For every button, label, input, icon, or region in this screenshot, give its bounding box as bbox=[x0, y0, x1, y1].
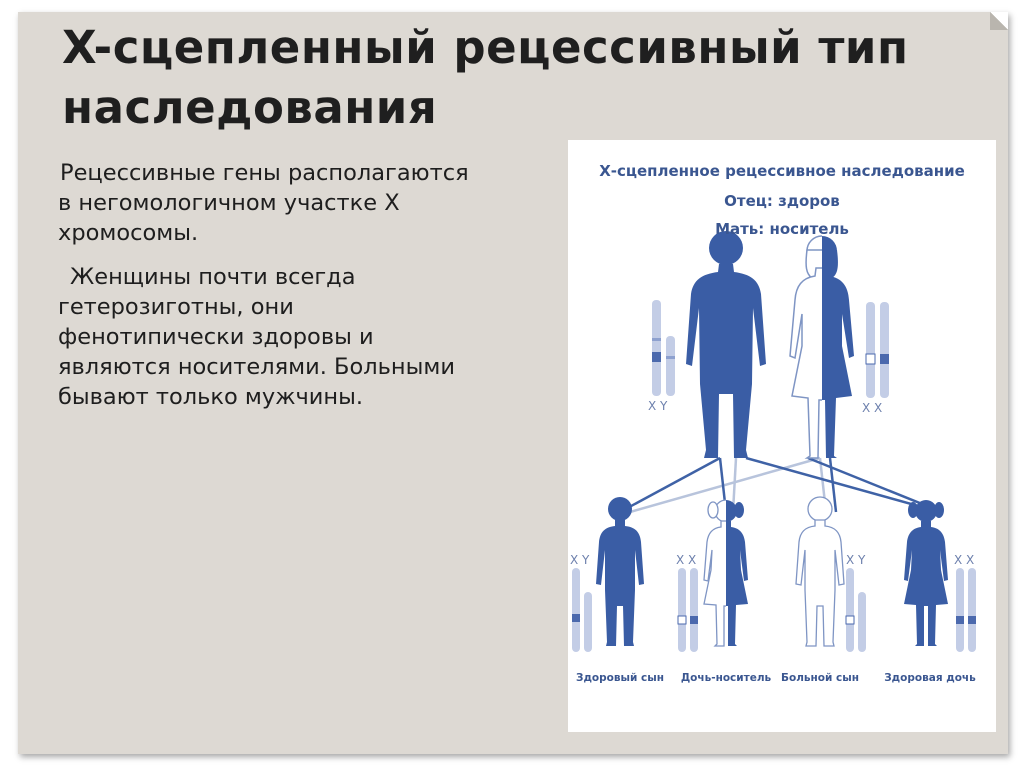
child-label-affected-son: Больной сын bbox=[780, 672, 859, 684]
son1-xy-label: X Y bbox=[570, 553, 590, 567]
pedigree-lines-dark bbox=[619, 456, 943, 514]
child-carrier-daughter bbox=[703, 499, 748, 647]
mother-status: Мать: носитель bbox=[715, 220, 849, 238]
father-chromosomes bbox=[652, 300, 675, 396]
father-xy-label: X Y bbox=[648, 399, 668, 413]
daughter1-xx-label: X X bbox=[676, 553, 696, 567]
father-status: Отец: здоров bbox=[724, 192, 840, 210]
slide-body: Рецессивные гены располагаются в негомол… bbox=[58, 158, 478, 426]
slide-title: X-сцепленный рецессивный тип наследовани… bbox=[62, 21, 909, 134]
chromosome-labels: X Y X X X Y X X X Y X X bbox=[570, 399, 974, 567]
child-label-carrier-daughter: Дочь-носитель bbox=[680, 672, 772, 684]
mother-chromosomes bbox=[865, 302, 889, 398]
paragraph-recessive-genes: Рецессивные гены располагаются в негомол… bbox=[58, 160, 469, 246]
child-healthy-daughter bbox=[904, 500, 948, 646]
child-label-healthy-son: Здоровый сын bbox=[575, 672, 664, 684]
child-chromosomes bbox=[572, 568, 976, 652]
father-figure bbox=[686, 231, 766, 458]
son2-xy-label: X Y bbox=[846, 553, 866, 567]
mother-figure bbox=[789, 235, 854, 459]
paragraph-women-carriers: Женщины почти всегда гетерозиготны, они … bbox=[58, 264, 455, 410]
page-curl-decoration bbox=[990, 12, 1008, 30]
inheritance-diagram: X Y X X X Y X X X Y X X Х-сцепленное рец… bbox=[568, 140, 996, 732]
figure-title: Х-сцепленное рецессивное наследование bbox=[599, 162, 965, 180]
daughter2-xx-label: X X bbox=[954, 553, 974, 567]
child-affected-son bbox=[795, 496, 845, 647]
mother-xx-label: X X bbox=[862, 401, 882, 415]
child-label-healthy-daughter: Здоровая дочь bbox=[884, 672, 976, 684]
child-healthy-son bbox=[596, 497, 644, 646]
inheritance-diagram-svg: X Y X X X Y X X X Y X X bbox=[570, 231, 976, 652]
